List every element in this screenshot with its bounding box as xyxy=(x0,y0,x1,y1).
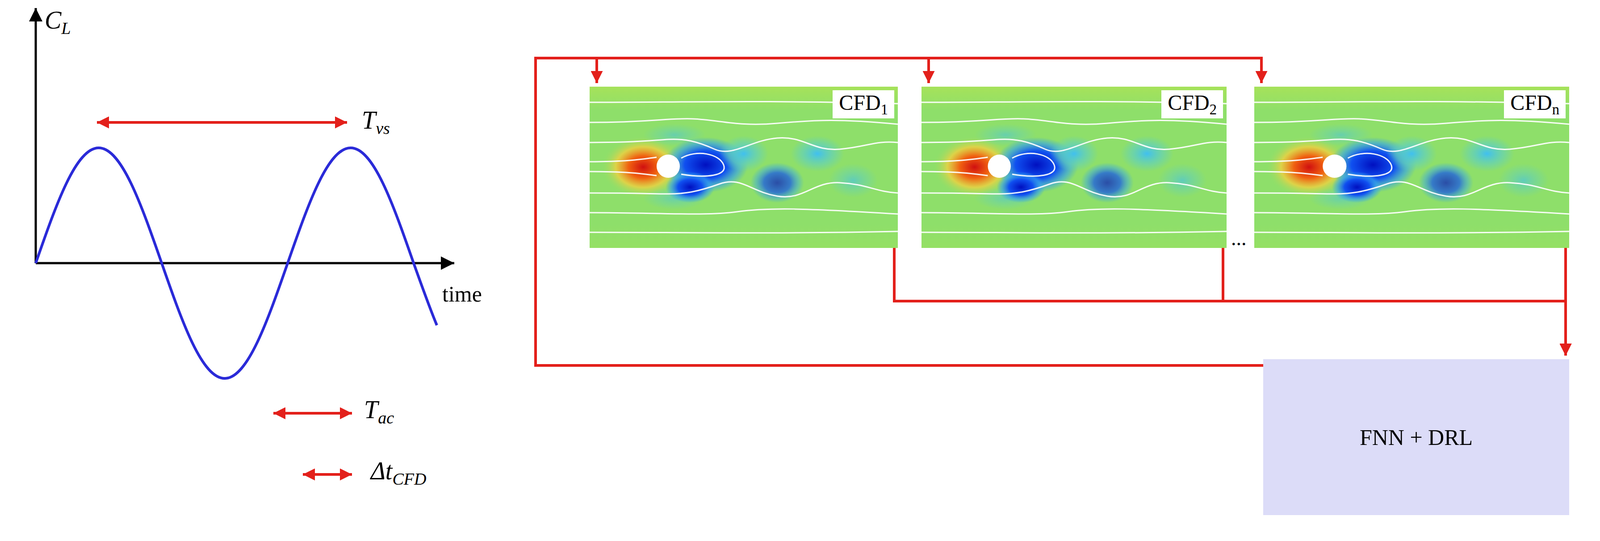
flow-arrow xyxy=(535,58,1264,366)
x-axis xyxy=(35,262,455,265)
subscript: n xyxy=(1552,101,1560,118)
subscript: 1 xyxy=(880,101,888,118)
main-text: T xyxy=(364,395,378,424)
subscript: vs xyxy=(375,118,390,138)
lift-curve xyxy=(35,147,437,379)
period-label: Tvs xyxy=(361,105,390,136)
label-holder: time xyxy=(442,280,482,308)
flow-field xyxy=(589,86,898,248)
node-text: FNN + DRL xyxy=(1359,423,1473,451)
flow-field xyxy=(921,86,1227,248)
period-arrow xyxy=(96,121,348,124)
main-text: Δt xyxy=(370,456,393,485)
label-holder: ΔtCFD xyxy=(370,456,427,486)
node-text: CFD2 xyxy=(1161,90,1224,119)
flow-arrow xyxy=(1223,247,1566,356)
flow-field xyxy=(1254,86,1570,248)
label-holder: CL xyxy=(44,5,72,36)
label-holder: Tvs xyxy=(361,105,390,136)
flow-arrow xyxy=(535,58,1264,366)
subscript: ac xyxy=(377,408,394,428)
main-text: T xyxy=(361,106,376,135)
axis-label: CL xyxy=(44,5,72,36)
period-arrow xyxy=(273,411,352,415)
main-text: CFD xyxy=(1510,90,1552,115)
flow-arrow xyxy=(535,58,1264,366)
subscript: 2 xyxy=(1209,101,1217,118)
flow-arrow xyxy=(894,247,1566,356)
main-text: C xyxy=(44,6,62,34)
process-box: FNN + DRL xyxy=(1263,359,1570,516)
main-text: CFD xyxy=(1167,90,1210,115)
node-text: CFDn xyxy=(1503,90,1566,119)
cfd-panel: CFD2 xyxy=(921,86,1227,248)
axis-label: time xyxy=(442,280,482,308)
label-holder: Tac xyxy=(364,394,394,425)
subscript: L xyxy=(61,18,71,38)
main-text: CFD xyxy=(838,90,881,115)
cfd-panel: CFD1 xyxy=(589,86,898,248)
node-text: CFD1 xyxy=(832,90,895,119)
timestep-label: ΔtCFD xyxy=(370,456,427,486)
subscript: CFD xyxy=(392,469,427,489)
period-label: Tac xyxy=(364,394,394,425)
cfd-panel: CFDn xyxy=(1254,86,1570,248)
ellipsis: ... xyxy=(1231,226,1247,251)
label-holder: ... xyxy=(1231,226,1247,251)
y-axis xyxy=(34,8,38,264)
flow-arrow xyxy=(1564,247,1567,356)
period-arrow xyxy=(302,473,352,476)
